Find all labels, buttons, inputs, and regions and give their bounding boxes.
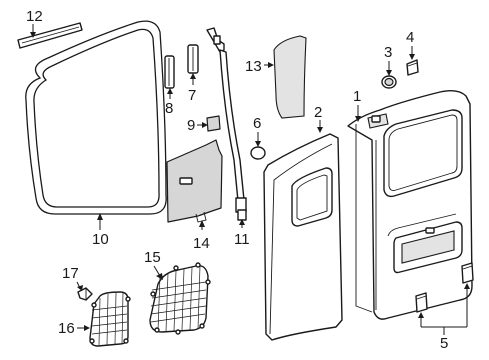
svg-text:12: 12 — [26, 8, 43, 25]
svg-text:8: 8 — [165, 100, 173, 117]
part-10-weatherstrip — [25, 20, 167, 215]
svg-text:9: 9 — [187, 117, 195, 134]
part-9-plate — [206, 115, 221, 132]
callout-7: 7 — [188, 73, 196, 104]
callout-2: 2 — [314, 104, 323, 133]
svg-text:17: 17 — [62, 265, 79, 282]
svg-text:3: 3 — [384, 44, 392, 61]
callout-6: 6 — [253, 115, 261, 147]
part-4-cap — [406, 59, 419, 76]
callout-5: 5 — [418, 283, 470, 352]
part-11-check-rod — [206, 27, 247, 221]
svg-text:4: 4 — [406, 29, 414, 46]
callout-10: 10 — [92, 213, 109, 248]
part-2-left-door — [263, 133, 343, 341]
callout-4: 4 — [406, 29, 415, 60]
svg-text:13: 13 — [245, 58, 262, 75]
callout-9: 9 — [187, 117, 208, 134]
callout-17: 17 — [62, 265, 83, 291]
svg-text:10: 10 — [92, 231, 109, 248]
svg-text:15: 15 — [144, 249, 161, 266]
part-13-upper-trim — [273, 35, 307, 119]
part-16-window-guard — [89, 291, 131, 347]
callout-13: 13 — [245, 58, 274, 75]
callout-3: 3 — [384, 44, 392, 76]
part-8-small-seal — [164, 55, 175, 89]
part-12-seal-strip — [17, 22, 83, 49]
svg-text:11: 11 — [234, 231, 250, 248]
callout-8: 8 — [165, 88, 173, 117]
callout-14: 14 — [193, 220, 210, 252]
part-15-window-guard — [149, 262, 211, 335]
svg-text:6: 6 — [253, 115, 261, 132]
callout-1: 1 — [353, 88, 361, 122]
svg-text:7: 7 — [188, 87, 196, 104]
part-5-bumper-right — [461, 262, 474, 284]
svg-text:5: 5 — [440, 335, 448, 352]
svg-text:1: 1 — [353, 88, 361, 105]
svg-text:16: 16 — [58, 320, 75, 337]
part-1-right-door — [347, 89, 473, 320]
part-14-lower-trim — [166, 139, 223, 223]
part-17-clip — [77, 287, 93, 301]
callout-12: 12 — [26, 8, 43, 38]
part-3-handle-cup — [381, 75, 397, 89]
callout-15: 15 — [144, 249, 163, 280]
callout-16: 16 — [58, 320, 90, 337]
part-6-grommet — [250, 146, 266, 160]
part-7-small-seal — [187, 44, 199, 74]
svg-text:14: 14 — [193, 235, 210, 252]
part-5-bumper-left — [415, 292, 428, 313]
svg-text:2: 2 — [314, 104, 322, 121]
callout-11: 11 — [234, 219, 250, 248]
